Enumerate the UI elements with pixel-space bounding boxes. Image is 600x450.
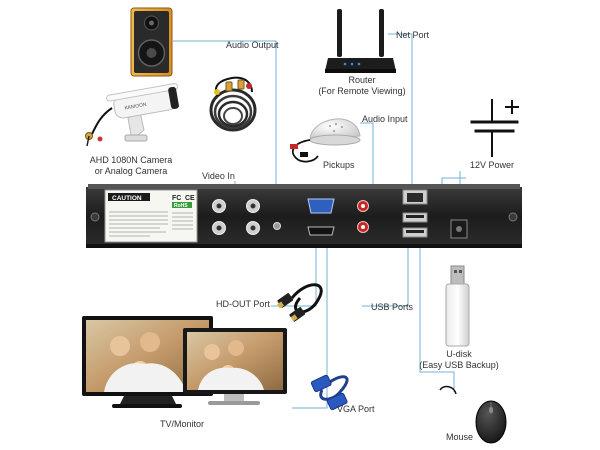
fc-mark: FC (172, 195, 181, 202)
udisk-label-line2: (Easy USB Backup) (419, 360, 499, 370)
cable-coil-icon (209, 76, 257, 132)
audio-output-line (173, 40, 277, 186)
mouse-line (419, 243, 455, 392)
pickups-label: Pickups (323, 160, 355, 170)
vga-port (307, 198, 335, 214)
udisk-label: U-disk (Easy USB Backup) (414, 349, 504, 371)
dc-power-symbol-icon (470, 99, 519, 157)
svg-text:KKMOON: KKMOON (124, 102, 147, 112)
power-line (441, 177, 466, 186)
monitor-label: TV/Monitor (160, 419, 205, 429)
hdmi-cable-icon (277, 283, 323, 322)
ce-mark: CE (185, 195, 195, 202)
usb-line (362, 243, 409, 307)
hd-out-label: HD-OUT Port (216, 299, 270, 309)
speaker-icon (130, 7, 173, 77)
audio-output-jack (273, 222, 281, 230)
router-label-line2: (For Remote Viewing) (318, 86, 406, 96)
rohs-mark: RoHS (174, 203, 188, 209)
camera-label-line1: AHD 1080N Camera (89, 155, 173, 165)
vga-cable-icon (310, 374, 349, 411)
vga-port-label: VGA Port (337, 404, 375, 414)
camera-label: AHD 1080N Camera or Analog Camera (76, 155, 186, 177)
usb-flash-drive-icon (445, 265, 470, 347)
caution-title: CAUTION (112, 195, 142, 202)
mouse-label: Mouse (446, 432, 474, 442)
router-label: Router (For Remote Viewing) (312, 75, 412, 97)
udisk-label-line1: U-disk (446, 349, 472, 359)
dvr-recorder: CAUTION FC CE RoHS (86, 184, 522, 248)
usb-ports-label: USB Ports (371, 302, 414, 312)
audio-input-label: Audio Input (362, 114, 408, 124)
hd-out-line (271, 243, 317, 307)
power-label: 12V Power (470, 160, 515, 170)
router-icon (325, 9, 396, 73)
pickup-microphone-icon (290, 118, 361, 163)
tv-monitor-icon (82, 316, 287, 408)
vga-line (292, 243, 328, 409)
net-port-line (388, 33, 413, 186)
camera-label-line2: or Analog Camera (94, 166, 168, 176)
bnc-video-ports (212, 199, 260, 235)
hdmi-port (307, 226, 335, 236)
bullet-camera-icon: KKMOON (85, 83, 179, 147)
video-in-label: Video In (202, 171, 235, 181)
audio-input-line (360, 122, 374, 192)
audio-output-label: Audio Output (226, 40, 279, 50)
router-label-line1: Router (348, 75, 376, 85)
net-port-label: Net Port (396, 30, 430, 40)
computer-mouse-icon (439, 385, 507, 444)
